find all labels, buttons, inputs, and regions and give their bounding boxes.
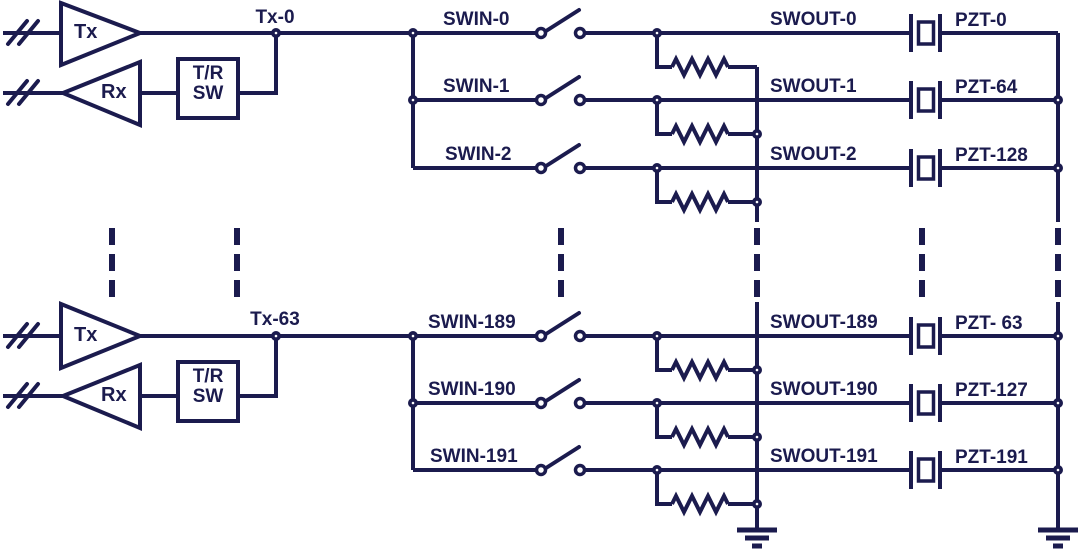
pzt-label-191: PZT-191 xyxy=(955,447,1028,468)
bottom-tx-amp-label: Tx xyxy=(74,324,98,346)
top-buses xyxy=(755,33,1060,222)
swin-label-2: SWIN-2 xyxy=(445,144,512,165)
top-tx-amp-label: Tx xyxy=(74,21,98,43)
swout-label-189: SWOUT-189 xyxy=(770,312,878,333)
bottom-rx-amp-label: Rx xyxy=(101,384,127,406)
swout-label-191: SWOUT-191 xyxy=(770,446,878,467)
pzt-label-1: PZT-64 xyxy=(955,77,1018,98)
top-switch-contacts xyxy=(534,26,587,175)
top-pzt-plates xyxy=(909,14,942,187)
bottom-tx-node-label: Tx-63 xyxy=(250,309,300,330)
top-tx-amplifier-symbol xyxy=(59,0,146,68)
top-tr-switch-box xyxy=(176,57,240,120)
top-channel-rows xyxy=(534,8,1060,222)
swin-label-1: SWIN-1 xyxy=(443,76,510,97)
bottom-rx-amplifier-symbol xyxy=(57,362,142,431)
pzt-label-127: PZT-127 xyxy=(955,380,1028,401)
swout-label-1: SWOUT-1 xyxy=(770,76,857,97)
bottom-row-wires xyxy=(584,334,1058,506)
top-rx-amplifier-symbol xyxy=(57,59,142,128)
swout-label-2: SWOUT-2 xyxy=(770,144,857,165)
top-tr-switch-line1: T/R xyxy=(192,63,224,84)
bottom-tx-amplifier-symbol xyxy=(59,301,146,371)
bottom-channel-rows xyxy=(534,302,1078,549)
pzt-label-2: PZT-128 xyxy=(955,145,1028,166)
bottom-switch-contacts xyxy=(534,329,587,477)
top-tr-switch-label: T/R SW xyxy=(178,64,238,104)
ground-symbols xyxy=(737,527,1078,549)
swin-label-191: SWIN-191 xyxy=(430,446,518,467)
bottom-tr-switch-line2: SW xyxy=(192,386,224,407)
bottom-tr-switch-label: T/R SW xyxy=(178,367,238,407)
top-switch-arms xyxy=(544,8,581,168)
bottom-pzt-bodies xyxy=(916,323,936,483)
schematic-lines xyxy=(3,0,1078,549)
swin-label-190: SWIN-190 xyxy=(428,379,516,400)
top-tr-switch-line2: SW xyxy=(192,83,224,104)
bottom-resistor-symbols xyxy=(670,357,730,517)
top-pzt-bodies xyxy=(916,20,936,181)
continuation-dashes xyxy=(109,228,1061,300)
top-transceiver xyxy=(3,0,540,170)
junction-dot-centers xyxy=(274,31,1060,506)
top-tx-node-label: Tx-0 xyxy=(255,7,295,28)
swout-label-0: SWOUT-0 xyxy=(770,9,857,30)
bottom-switch-arms xyxy=(544,311,581,470)
swout-label-190: SWOUT-190 xyxy=(770,379,878,400)
top-resistor-symbols xyxy=(670,54,730,215)
swin-label-189: SWIN-189 xyxy=(428,312,516,333)
bottom-pzt-plates xyxy=(909,317,942,489)
pzt-label-63: PZT- 63 xyxy=(955,313,1023,334)
swin-label-0: SWIN-0 xyxy=(443,9,510,30)
bottom-bus-slash-marks xyxy=(6,322,40,409)
pzt-label-0: PZT-0 xyxy=(955,10,1007,31)
top-bus-slash-marks xyxy=(6,19,40,106)
bottom-transceiver xyxy=(3,301,540,472)
bottom-tr-switch-box xyxy=(176,360,240,423)
bottom-tr-switch-line1: T/R xyxy=(192,366,224,387)
top-rx-amp-label: Rx xyxy=(101,81,127,103)
top-row-wires xyxy=(584,31,1058,204)
